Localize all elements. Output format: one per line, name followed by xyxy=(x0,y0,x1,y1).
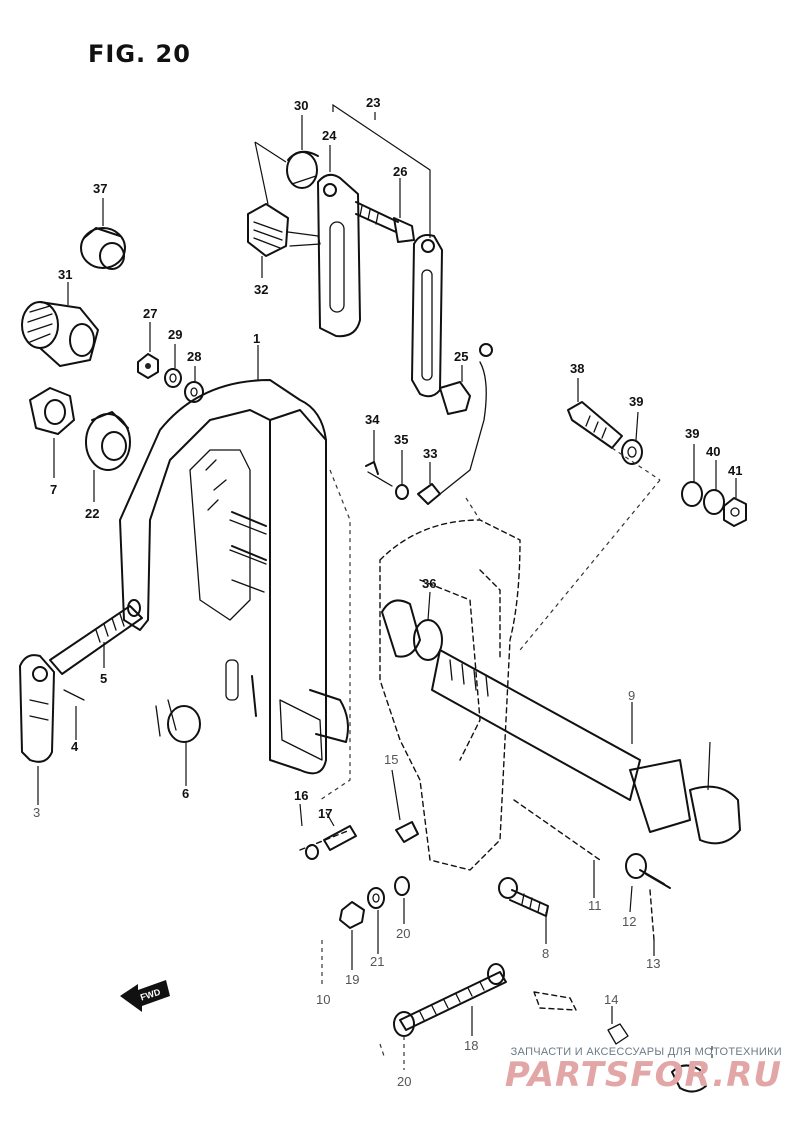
callout-labels: 30 23 24 26 37 32 31 27 29 28 1 25 38 7 … xyxy=(33,95,742,1089)
callout-33: 33 xyxy=(423,446,437,461)
part-22-spacer xyxy=(85,411,131,471)
part-29-washer xyxy=(164,368,182,388)
part-17-pin xyxy=(323,825,357,851)
part-25-bolt-and-wire xyxy=(439,343,493,495)
callout-39-upper: 39 xyxy=(629,394,643,409)
part-4-pin xyxy=(63,689,85,701)
watermark-logo: PARTSFOR.RU xyxy=(504,1055,782,1095)
part-41-nut xyxy=(723,497,747,527)
part-1-clamp-bracket xyxy=(119,379,349,775)
callout-16: 16 xyxy=(294,788,308,803)
part-39-washer-lower xyxy=(681,481,703,507)
part-5-shaft xyxy=(49,599,143,675)
callout-36: 36 xyxy=(422,576,436,591)
part-27-nut xyxy=(137,353,159,379)
callout-13: 13 xyxy=(646,956,660,971)
part-12-bolt xyxy=(625,853,671,889)
callout-8: 8 xyxy=(542,946,549,961)
part-35-washer xyxy=(395,484,409,500)
callout-34: 34 xyxy=(365,412,380,427)
part-38-pin xyxy=(567,401,623,449)
callout-22: 22 xyxy=(85,506,99,521)
part-21-washer xyxy=(367,887,385,909)
part-32-grip xyxy=(247,203,321,257)
part-28-washer xyxy=(184,381,204,403)
part-24-lever xyxy=(317,173,361,338)
part-15-clip xyxy=(395,821,419,843)
part-36-bushing xyxy=(381,599,443,661)
callout-4: 4 xyxy=(71,739,79,754)
part-34-screw xyxy=(365,461,393,487)
watermark-caption: ЗАПЧАСТИ И АКСЕССУАРЫ ДЛЯ МОТОТЕХНИКИ xyxy=(510,1046,782,1058)
part-23-link xyxy=(411,234,443,398)
callout-24: 24 xyxy=(322,128,337,143)
callout-26: 26 xyxy=(393,164,407,179)
part-13-lever xyxy=(649,889,655,941)
part-39-washer-upper xyxy=(621,439,643,465)
callout-12: 12 xyxy=(622,914,636,929)
callout-9: 9 xyxy=(628,688,635,703)
callout-39-lower: 39 xyxy=(685,426,699,441)
callout-20-lower: 20 xyxy=(397,1074,411,1089)
callout-27: 27 xyxy=(143,306,157,321)
callout-15: 15 xyxy=(384,752,398,767)
callout-37: 37 xyxy=(93,181,107,196)
callout-41: 41 xyxy=(728,463,742,478)
callout-35: 35 xyxy=(394,432,408,447)
swivel-bracket xyxy=(379,519,521,871)
callout-23: 23 xyxy=(366,95,380,110)
callout-19: 19 xyxy=(345,972,359,987)
part-40-washer xyxy=(703,489,725,515)
part-26-bolt xyxy=(355,201,415,243)
callout-11: 11 xyxy=(588,898,602,913)
part-6-bushing xyxy=(155,699,201,743)
callout-3: 3 xyxy=(33,805,40,820)
part-33-terminal xyxy=(417,483,441,505)
figure-title: FIG. 20 xyxy=(88,40,191,68)
callout-29: 29 xyxy=(168,327,182,342)
callout-10: 10 xyxy=(316,992,330,1007)
callout-20-upper: 20 xyxy=(396,926,410,941)
part-20-washer-upper xyxy=(394,876,410,896)
callout-40: 40 xyxy=(706,444,720,459)
callout-30: 30 xyxy=(294,98,308,113)
callout-28: 28 xyxy=(187,349,201,364)
callout-18: 18 xyxy=(464,1038,478,1053)
callout-25: 25 xyxy=(454,349,468,364)
callout-6: 6 xyxy=(182,786,189,801)
part-14-bracket xyxy=(533,991,707,1093)
watermark: ЗАПЧАСТИ И АКСЕССУАРЫ ДЛЯ МОТОТЕХНИКИ PA… xyxy=(505,1046,782,1092)
callout-38: 38 xyxy=(570,361,584,376)
part-11-spring xyxy=(513,799,601,861)
fwd-arrow-icon: FWD xyxy=(120,980,170,1012)
part-37-bushing xyxy=(80,227,126,270)
callout-21: 21 xyxy=(370,954,384,969)
part-31-fitting xyxy=(21,301,99,367)
callout-31: 31 xyxy=(58,267,72,282)
part-19-nut xyxy=(339,901,365,929)
part-18-rod xyxy=(393,963,507,1037)
part-30-clip xyxy=(286,150,319,189)
callout-1: 1 xyxy=(253,331,260,346)
part-7-nut xyxy=(29,387,75,435)
callout-32: 32 xyxy=(254,282,268,297)
part-16-bolt xyxy=(299,829,351,860)
part-9-tilt-tube xyxy=(431,649,741,845)
callout-17: 17 xyxy=(318,806,332,821)
part-8-bolt xyxy=(498,877,549,917)
part-3-lever xyxy=(19,654,55,763)
callout-7: 7 xyxy=(50,482,57,497)
callout-5: 5 xyxy=(100,671,107,686)
callout-14: 14 xyxy=(604,992,618,1007)
